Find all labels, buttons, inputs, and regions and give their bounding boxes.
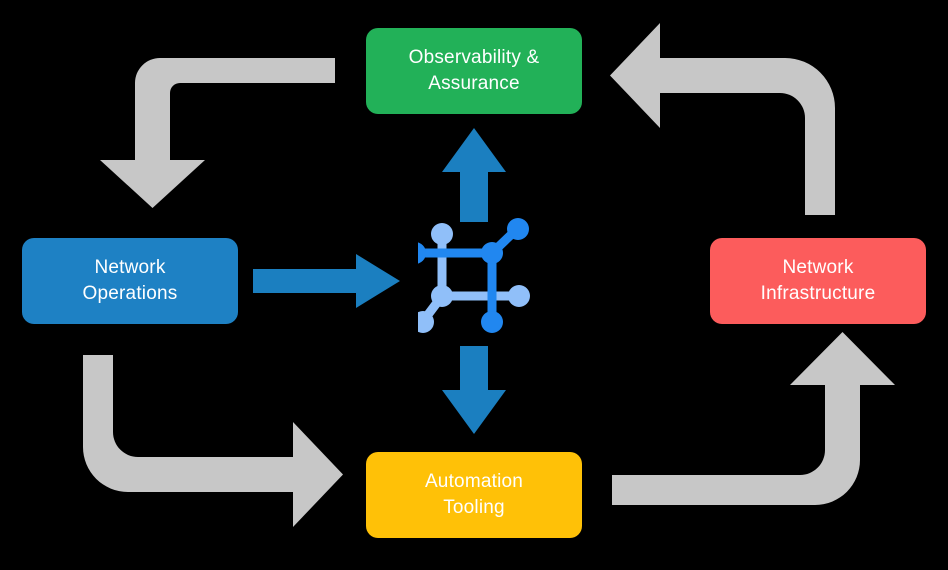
node-network-operations[interactable]: Network Operations [22, 238, 238, 324]
arrow-operations-to-hub [253, 254, 400, 308]
arrow-operations-to-automation [83, 355, 343, 527]
node-label-automation-tooling: Automation Tooling [424, 471, 524, 518]
arrow-hub-to-automation [442, 346, 506, 434]
arrow-infrastructure-to-observability [610, 23, 835, 215]
arrow-observability-to-operations [100, 58, 335, 208]
node-label-observability: Observability & Assurance [408, 47, 540, 94]
node-network-infrastructure[interactable]: Network Infrastructure [710, 238, 926, 324]
node-label-network-infrastructure: Network Infrastructure [760, 257, 876, 304]
topology-dark-nodes [418, 218, 529, 333]
arrow-automation-to-infrastructure [612, 332, 895, 505]
topology-light-nodes [418, 223, 530, 333]
node-automation-tooling[interactable]: Automation Tooling [366, 452, 582, 538]
node-observability-assurance[interactable]: Observability & Assurance [366, 28, 582, 114]
network-topology-icon [418, 218, 530, 333]
arrow-hub-to-observability [442, 128, 506, 222]
node-label-network-operations: Network Operations [82, 257, 178, 304]
